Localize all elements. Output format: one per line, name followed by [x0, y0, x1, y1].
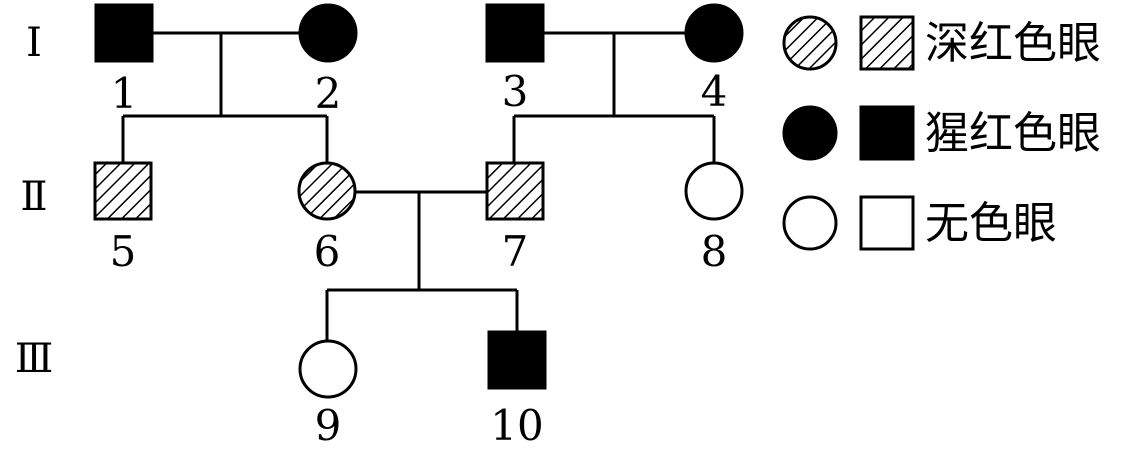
individual-number-10: 10 [490, 401, 543, 449]
individual-10: 10 [487, 330, 547, 449]
male-square-7 [485, 161, 545, 221]
legend-circle-deep-red [782, 15, 838, 71]
individual-5: 5 [93, 161, 153, 276]
female-circle-4 [684, 3, 744, 63]
female-circle-2 [298, 3, 358, 63]
legend-item-deep-red: 深红色眼 [782, 15, 1101, 71]
individual-4: 4 [684, 3, 744, 116]
female-circle-6 [297, 161, 357, 221]
individual-3: 3 [485, 3, 545, 116]
generation-label-2: Ⅱ [20, 174, 47, 220]
male-square-1 [94, 3, 154, 63]
individual-number-5: 5 [110, 227, 137, 276]
legend-square-deep-red [859, 15, 915, 71]
individual-number-2: 2 [315, 69, 342, 118]
generation-label-1: Ⅰ [26, 20, 42, 66]
legend-circle-colorless [782, 195, 838, 251]
female-circle-9 [298, 339, 358, 399]
individual-number-1: 1 [111, 69, 138, 118]
male-square-10 [487, 330, 547, 390]
individual-number-4: 4 [701, 67, 728, 116]
legend-square-colorless [859, 195, 915, 251]
individual-number-6: 6 [314, 227, 341, 276]
individual-6: 6 [297, 161, 357, 276]
individual-1: 1 [94, 3, 154, 118]
legend-item-scarlet: 猩红色眼 [782, 105, 1101, 161]
pedigree-lines [121, 31, 716, 340]
legend-circle-scarlet [782, 105, 838, 161]
individual-2: 2 [298, 3, 358, 118]
legend-square-scarlet [859, 105, 915, 161]
male-square-5 [93, 161, 153, 221]
individuals-layer: 1 2 3 4 5 6 7 8 9 10 [93, 3, 744, 449]
individual-number-3: 3 [502, 67, 529, 116]
individual-9: 9 [298, 339, 358, 449]
individual-number-9: 9 [315, 401, 342, 449]
legend-label-colorless: 无色眼 [925, 198, 1057, 249]
legend-label-scarlet: 猩红色眼 [925, 108, 1101, 159]
individual-8: 8 [684, 161, 744, 276]
legend-item-colorless: 无色眼 [782, 195, 1057, 251]
male-square-3 [485, 3, 545, 63]
individual-number-7: 7 [502, 227, 529, 276]
female-circle-8 [684, 161, 744, 221]
generation-label-3: Ⅲ [15, 336, 54, 382]
individual-7: 7 [485, 161, 545, 276]
legend-label-deep-red: 深红色眼 [925, 18, 1101, 69]
individual-number-8: 8 [701, 227, 728, 276]
